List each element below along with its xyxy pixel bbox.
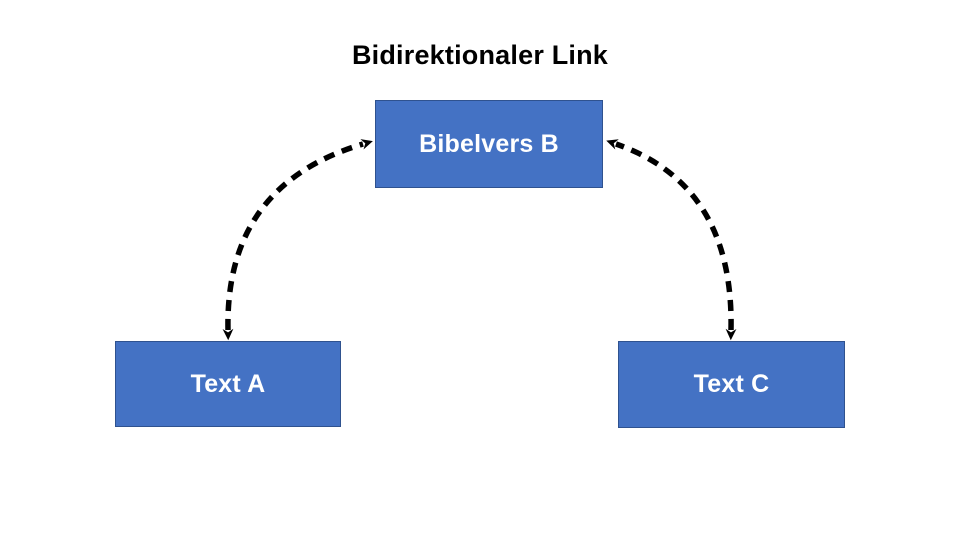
- node-text-a: Text A: [115, 341, 341, 427]
- page-title: Bidirektionaler Link: [351, 40, 609, 70]
- bidirectional-link-b-c: [606, 139, 737, 341]
- node-bibelvers-b-label: Bibelvers B: [419, 129, 559, 158]
- node-text-c: Text C: [618, 341, 845, 428]
- node-text-c-label: Text C: [693, 370, 770, 398]
- node-bibelvers-b: Bibelvers B: [375, 100, 603, 188]
- bidirectional-link-a-b: [222, 139, 373, 341]
- node-text-a-label: Text A: [190, 369, 266, 398]
